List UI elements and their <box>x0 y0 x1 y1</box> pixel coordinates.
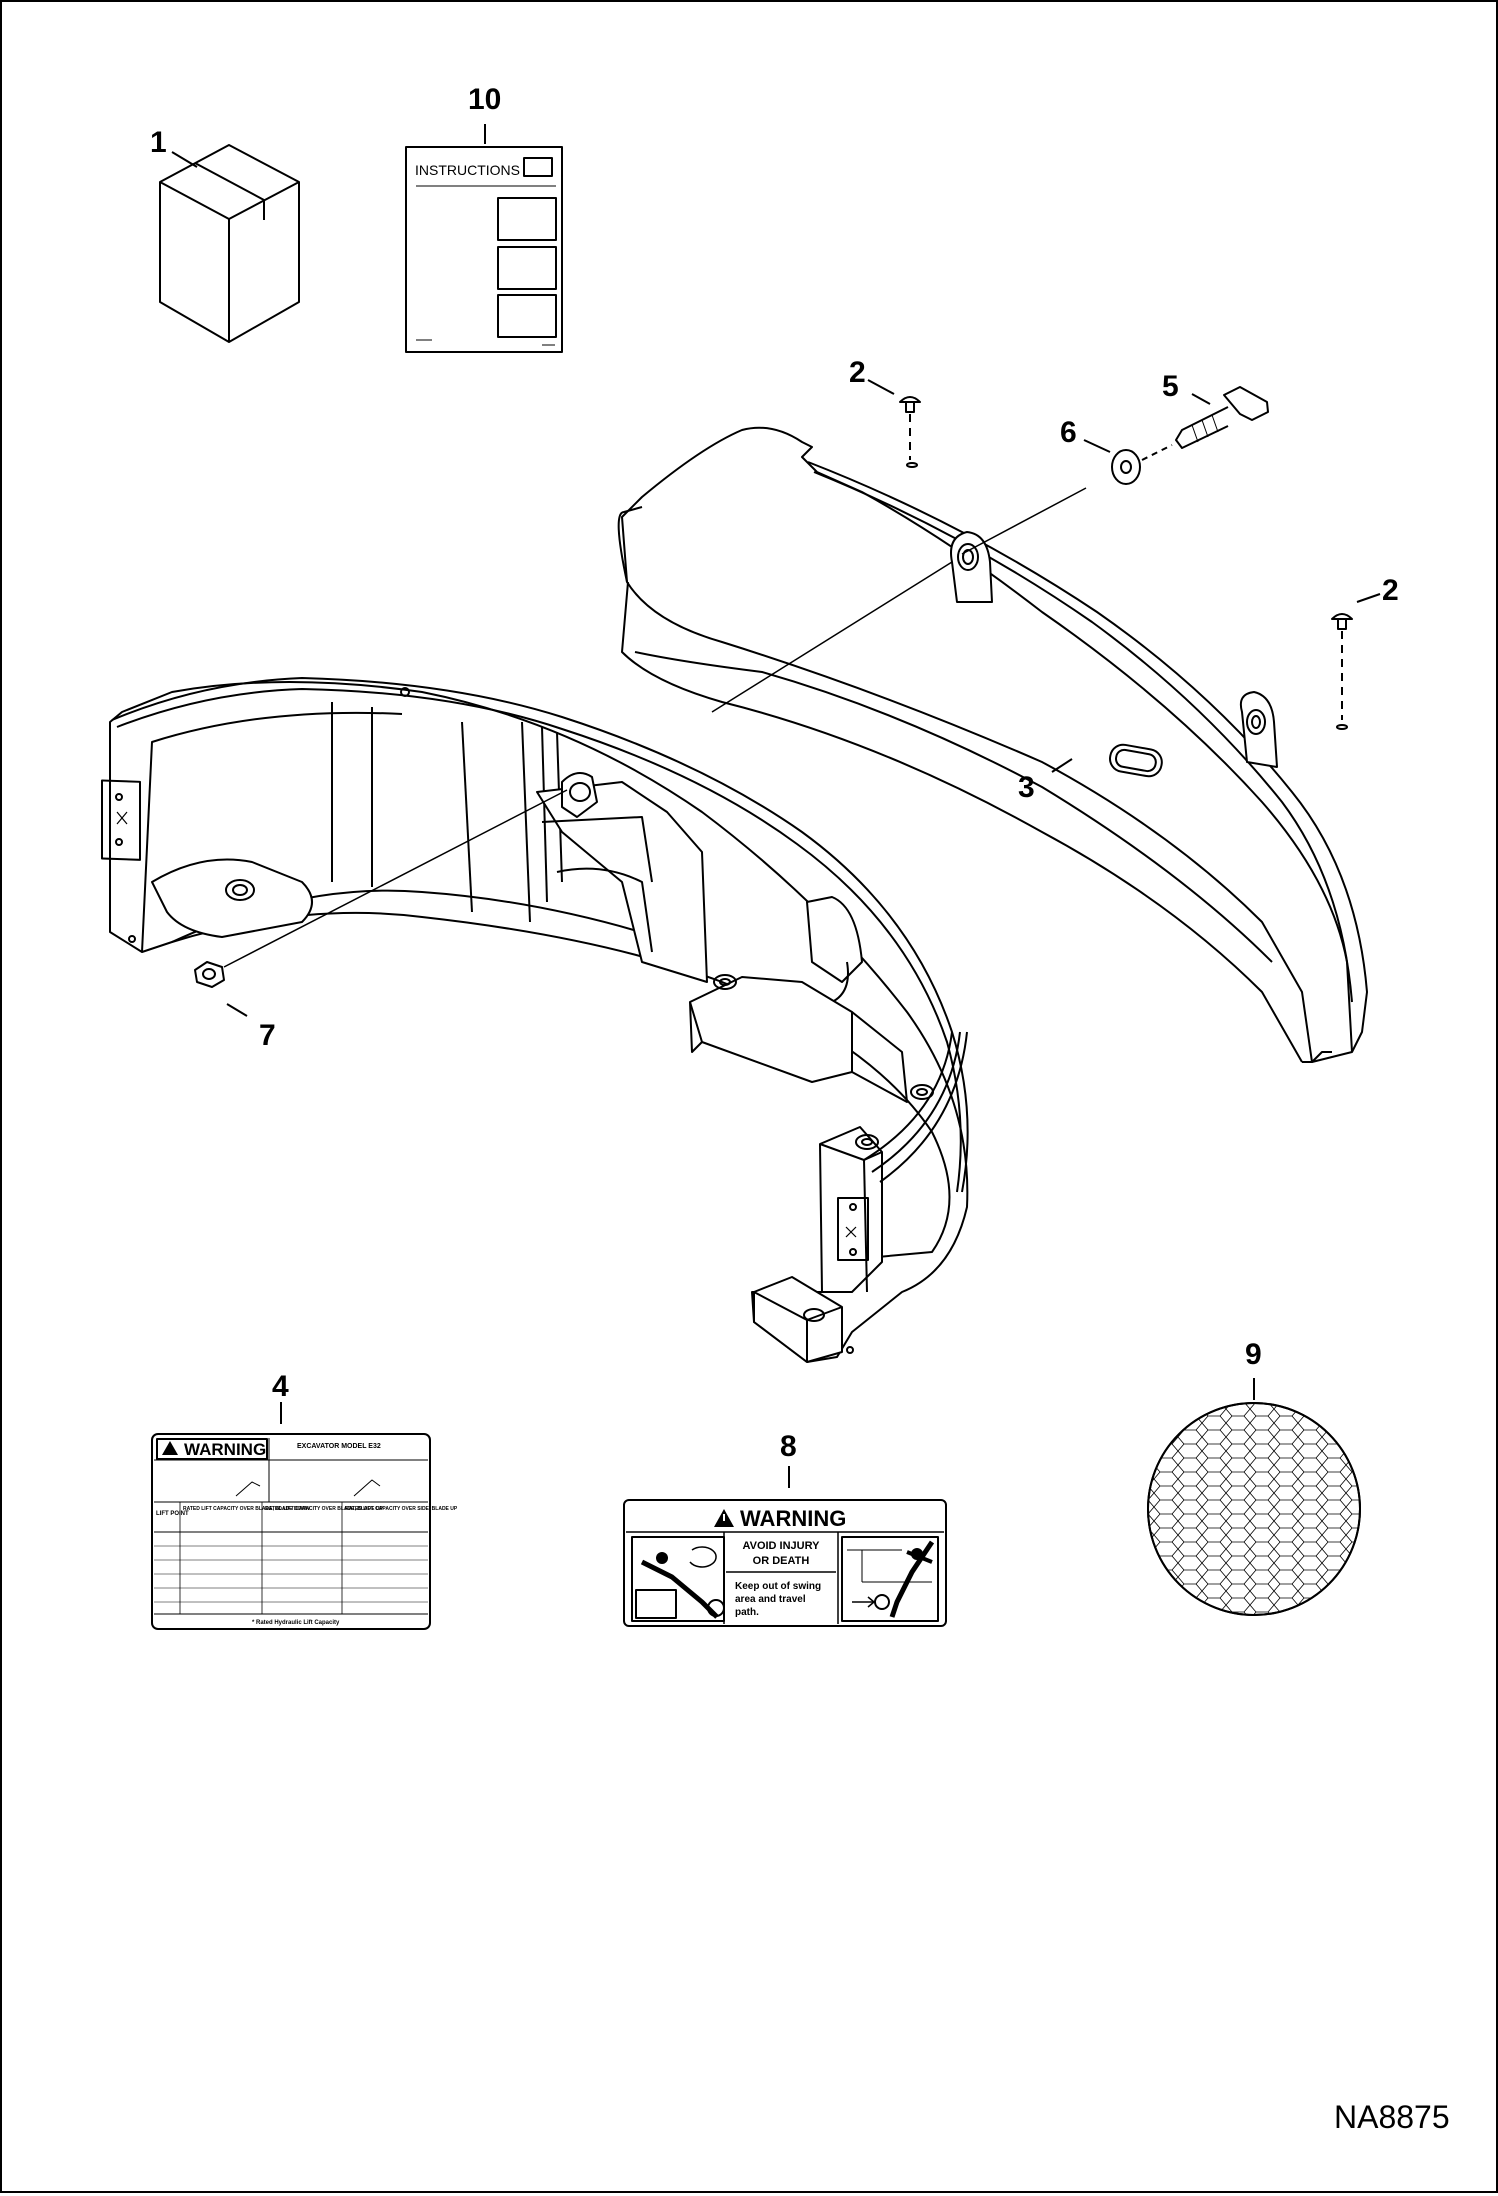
manual-icon <box>405 146 563 353</box>
bolt-icon <box>1175 386 1269 449</box>
callout-6: 6 <box>1060 416 1077 449</box>
manual-title: INSTRUCTIONS <box>415 162 520 178</box>
callout-2b: 2 <box>1382 574 1399 607</box>
decal-4-model: EXCAVATOR MODEL E32 <box>297 1443 381 1450</box>
callout-9: 9 <box>1245 1338 1262 1371</box>
washer-icon <box>1111 444 1173 485</box>
drawing-number: NA8875 <box>1334 2099 1450 2135</box>
decal-8-header: WARNING <box>740 1506 846 1531</box>
nut-icon <box>194 789 568 988</box>
leader-7 <box>226 1003 248 1017</box>
callout-8: 8 <box>780 1430 797 1463</box>
callout-1: 1 <box>150 126 167 159</box>
decal-4-col-blade-up: RATED LIFT CAPACITY OVER BLADE, BLADE UP <box>265 1506 383 1512</box>
leader-2b <box>1356 593 1381 603</box>
decal-8-line1: AVOID INJURY <box>742 1540 820 1552</box>
swing-warning-decal <box>623 1499 947 1627</box>
decal-8-text2: area and travel <box>735 1594 806 1605</box>
leader-6 <box>1083 439 1111 453</box>
callout-2a: 2 <box>849 356 866 389</box>
plug-icon-right <box>1331 613 1353 720</box>
callout-3: 3 <box>1018 771 1035 804</box>
callout-5: 5 <box>1162 370 1179 403</box>
reflector-mesh <box>1147 1402 1361 1616</box>
decal-8-line2: OR DEATH <box>753 1555 810 1567</box>
lift-capacity-decal <box>151 1433 431 1630</box>
callout-4: 4 <box>272 1370 289 1403</box>
decal-8-text3: path. <box>735 1607 759 1618</box>
decal-4-footer: * Rated Hydraulic Lift Capacity <box>252 1620 340 1626</box>
plug-icon-top <box>899 396 921 460</box>
decal-4-col-blade-down: RATED LIFT CAPACITY OVER BLADE, BLADE DO… <box>183 1506 310 1512</box>
callout-7: 7 <box>259 1019 276 1052</box>
counterweight <box>617 426 1368 1063</box>
leader-1 <box>171 151 198 168</box>
decal-4-col-lift-point: LIFT POINT <box>156 1511 189 1517</box>
leader-5 <box>1191 393 1211 405</box>
decal-4-col-side: RATED LIFT CAPACITY OVER SIDE, BLADE UP <box>345 1506 458 1512</box>
leader-2a <box>867 379 895 395</box>
box-icon <box>159 144 300 343</box>
leader-3 <box>1051 758 1073 773</box>
decal-8-text1: Keep out of swing <box>735 1581 821 1592</box>
callout-10: 10 <box>468 83 501 116</box>
decal-4-header: WARNING <box>184 1440 266 1459</box>
frame-structure <box>101 677 969 1363</box>
